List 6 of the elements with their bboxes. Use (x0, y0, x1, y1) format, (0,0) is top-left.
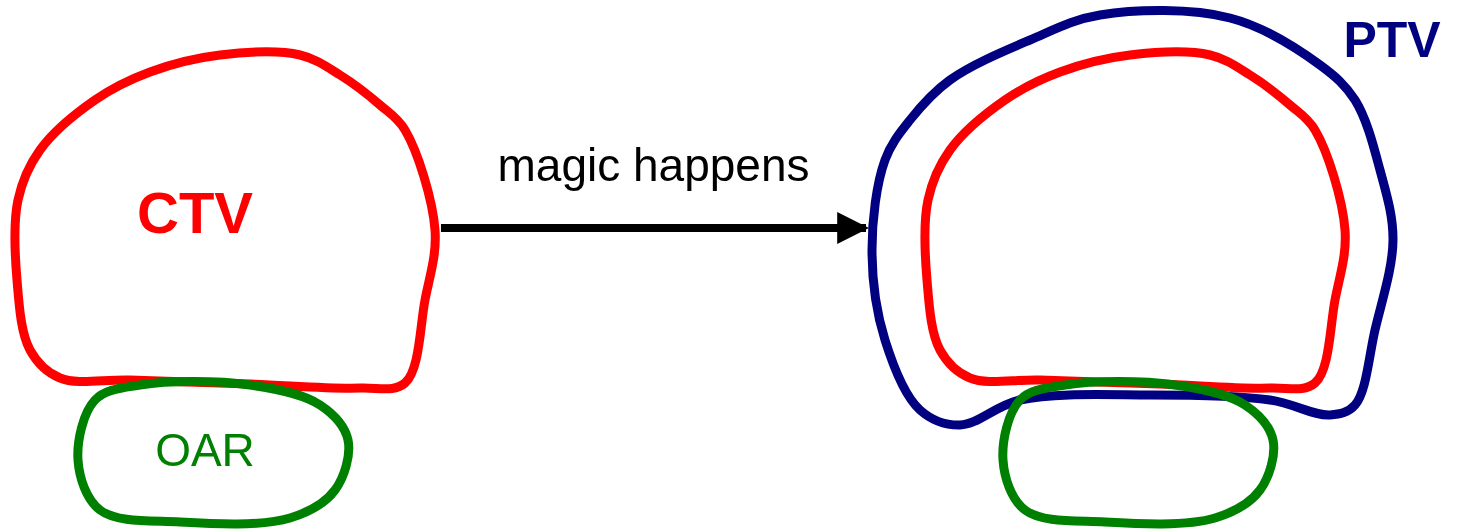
region-label: PTV (1343, 15, 1441, 65)
contour-node (72, 379, 354, 528)
region-label: OAR (155, 427, 255, 473)
contour-node (997, 379, 1279, 528)
contour-node (11, 49, 441, 394)
region-label: CTV (137, 184, 253, 242)
